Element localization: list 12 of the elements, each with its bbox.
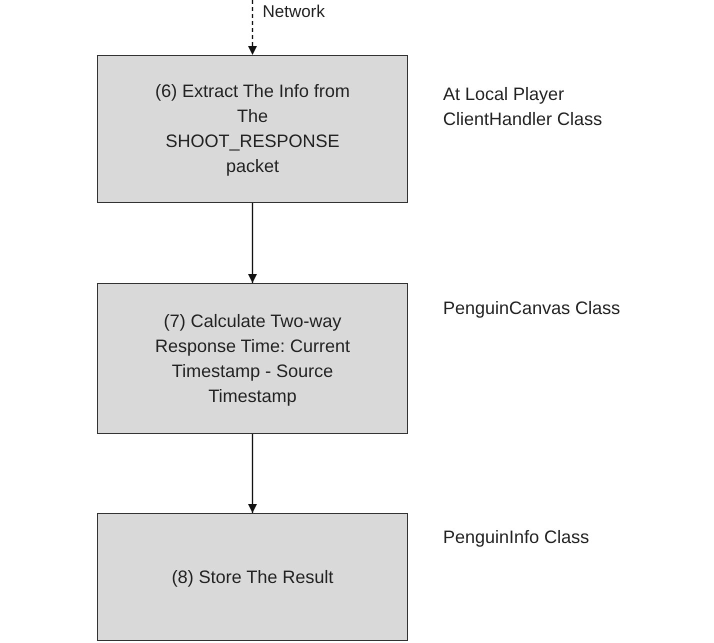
- process-box: [97, 513, 408, 641]
- process-box: [97, 283, 408, 434]
- process-text: (7) Calculate Two-way Response Time: Current Timestamp - Source Timestamp: [154, 310, 352, 408]
- process-text: (8) Store The Result: [170, 566, 334, 589]
- arrow: [248, 0, 257, 55]
- process-text: (6) Extract The Info from The SHOOT_RESPONSE packet: [154, 80, 351, 178]
- class-annotation: At Local Player ClientHandler Class: [443, 83, 604, 131]
- arrow: [248, 203, 257, 283]
- class-annotation: PenguinCanvas Class: [443, 297, 622, 320]
- process-box: [97, 55, 408, 203]
- arrow: [248, 434, 257, 513]
- class-annotation: PenguinInfo Class: [443, 526, 590, 549]
